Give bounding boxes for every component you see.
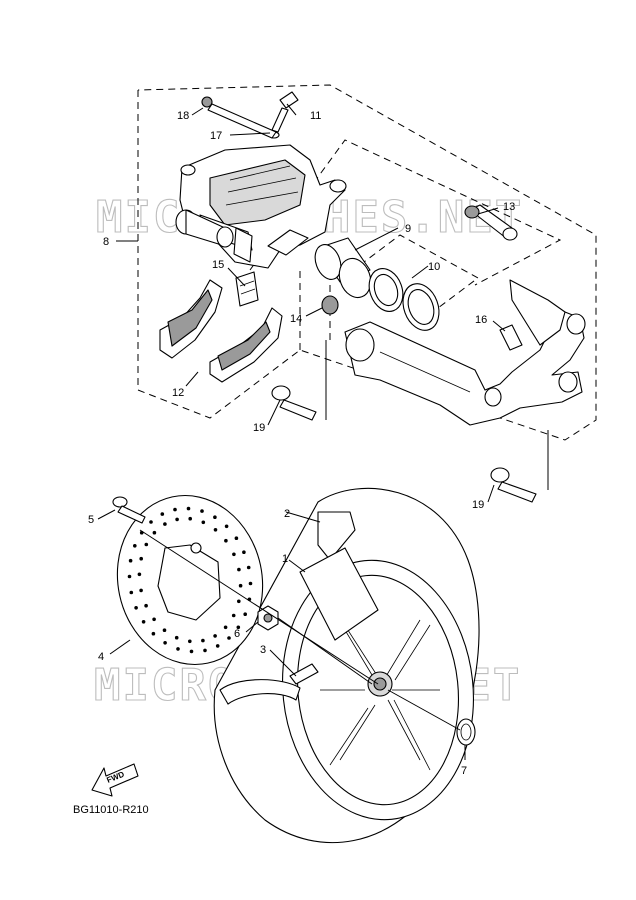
disc-hole [151,631,156,636]
disc-hole [237,567,241,572]
callout-19-lower: 19 [472,499,484,511]
callout-9: 9 [405,223,411,235]
disc-hole [186,506,191,511]
disc-hole [163,522,167,526]
disc-hole [137,572,142,577]
pad-support-clip [499,324,523,351]
callout-5: 5 [88,514,94,526]
brake-pads [159,279,283,383]
caliper-bracket [344,279,586,426]
disc-hole [246,565,251,570]
drawing-code: BG11010-R210 [73,804,149,816]
disc-hole [188,639,192,644]
disc-hole [176,647,180,651]
callout-17: 17 [210,130,222,142]
disc-hole [141,620,146,624]
disc-hole [243,612,247,616]
disc-hole [224,524,229,529]
collar [456,718,476,746]
boot [321,295,339,315]
callout-6: 6 [234,628,240,640]
disc-hole [238,583,243,588]
callout-12: 12 [172,387,184,399]
disc-hole [223,625,228,630]
caliper-assembly-outline [137,84,597,441]
bolt-3 [289,663,319,685]
brake-disc [116,494,264,666]
callout-7: 7 [461,765,467,777]
callout-11: 11 [310,110,321,122]
bolt-lower [490,467,537,503]
disc-hole [201,520,206,525]
disc-hole [213,528,218,532]
disc-hole [213,634,217,638]
callout-16: 16 [475,314,487,326]
callout-10: 10 [428,261,440,273]
piston-seals [368,268,440,331]
disc-hole [163,641,167,645]
disc-hole [213,515,217,519]
disc-hole [201,638,205,643]
disc-hole [236,625,241,630]
disc-hole [248,581,253,586]
disc-hole [231,613,236,618]
forward-arrow-icon: FWD [91,763,139,797]
disc-hole [215,644,220,648]
disc-hole [200,509,204,513]
disc-hole [134,606,138,610]
disc-hole [152,530,157,535]
caliper-body [175,144,347,269]
disc-hole [129,590,134,595]
brake-disc-holes [127,506,253,654]
callout-3: 3 [260,644,266,656]
callout-2: 2 [284,508,290,520]
disc-hole [144,603,148,608]
callout-13: 13 [503,201,515,213]
disc-hole [237,599,241,604]
disc-hole [139,588,143,593]
callout-4: 4 [98,651,104,663]
disc-hole [152,617,156,622]
tire [299,511,379,641]
disc-hole [139,556,143,561]
disc-hole [139,530,144,535]
disc-hole [232,552,236,557]
disc-hole [247,597,252,602]
callout-8: 8 [103,236,109,248]
nut [257,605,279,631]
disc-hole [242,550,246,554]
caliper-piston [314,237,372,299]
pad-spring [235,271,259,307]
disc-hole [203,648,207,653]
disc-hole [234,536,239,540]
disc-hole [189,649,194,654]
callout-14: 14 [290,313,302,325]
disc-hole [133,544,137,548]
hose-clamp [219,679,301,705]
pad-pin [201,96,277,139]
bolt-upper [271,385,317,421]
disc-hole [174,635,179,640]
leader-lines [97,103,549,760]
callout-18: 18 [177,110,189,122]
disc-hole [173,507,177,512]
disc-hole [127,574,132,579]
disc-hole [160,512,165,516]
disc-bolt [112,496,146,524]
disc-hole [227,636,231,640]
disc-hole [188,516,192,521]
disc-hole [149,520,153,524]
disc-hole [144,542,149,547]
disc-hole [224,538,228,543]
callout-19-upper: 19 [253,422,265,434]
disc-hole [162,628,167,632]
disc-hole [175,517,179,522]
callout-15: 15 [212,259,224,271]
disc-hole [128,558,133,563]
callout-1: 1 [282,553,288,565]
